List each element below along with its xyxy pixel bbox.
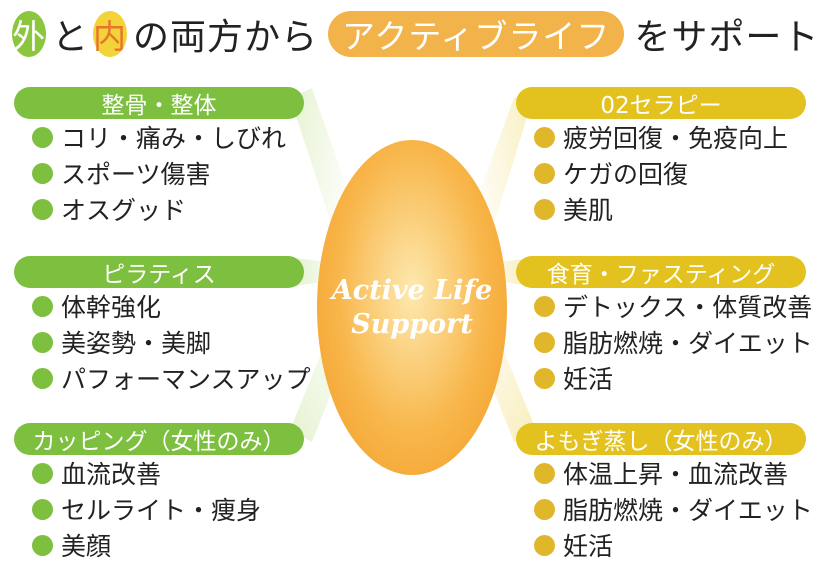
list-item: 疲労回復・免疫向上 — [516, 119, 806, 155]
item-label: コリ・痛み・しびれ — [61, 124, 287, 153]
item-label: パフォーマンスアップ — [61, 365, 311, 394]
item-label: スポーツ傷害 — [61, 160, 211, 189]
right-group-3: よもぎ蒸し（女性のみ） 体温上昇・血流改善 脂肪燃焼・ダイエット 妊活 — [516, 423, 813, 563]
category-pill: 食育・ファスティング — [516, 256, 806, 288]
bullet-dot — [32, 198, 53, 220]
bullet-dot — [534, 331, 555, 353]
item-label: 血流改善 — [61, 460, 162, 489]
left-group-2: ピラティス 体幹強化 美姿勢・美脚 パフォーマンスアップ — [14, 256, 311, 396]
list-item: 脂肪燃焼・ダイエット — [516, 491, 813, 527]
center-ellipse: Active Life Support — [317, 140, 507, 475]
item-label: 疲労回復・免疫向上 — [563, 124, 789, 153]
headline-text-support: をサポート — [634, 17, 820, 58]
bullet-dot — [534, 462, 555, 484]
bullet-dot — [534, 367, 555, 389]
bullet-dot — [32, 331, 53, 353]
bullet-dot — [32, 367, 53, 389]
list-item: 体温上昇・血流改善 — [516, 455, 806, 491]
item-label: 美姿勢・美脚 — [61, 329, 212, 358]
bullet-dot — [534, 498, 555, 520]
list-item: スポーツ傷害 — [14, 155, 304, 191]
headline-circle-inner: 内 — [93, 11, 128, 57]
list-item: オスグッド — [14, 191, 304, 227]
item-label: 体温上昇・血流改善 — [563, 460, 789, 489]
list-item: 体幹強化 — [14, 288, 304, 324]
item-label: 脂肪燃焼・ダイエット — [563, 496, 813, 525]
list-item: 妊活 — [516, 527, 806, 563]
item-label: ケガの回復 — [563, 160, 689, 189]
headline-circle-outer: 外 — [12, 11, 46, 57]
headline: 外 と 内 の両方から アクティブライフ をサポート — [12, 6, 818, 62]
list-item: コリ・痛み・しびれ — [14, 119, 304, 155]
right-group-2: 食育・ファスティング デトックス・体質改善 脂肪燃焼・ダイエット 妊活 — [516, 256, 813, 396]
category-pill: ピラティス — [14, 256, 304, 288]
bullet-dot — [32, 534, 53, 556]
list-item: 美姿勢・美脚 — [14, 324, 304, 360]
item-label: 美肌 — [563, 196, 614, 225]
item-label: セルライト・痩身 — [61, 496, 262, 525]
item-label: 妊活 — [563, 532, 614, 561]
bullet-dot — [534, 162, 555, 184]
left-group-1: 整骨・整体 コリ・痛み・しびれ スポーツ傷害 オスグッド — [14, 87, 304, 227]
list-item: パフォーマンスアップ — [14, 360, 311, 396]
category-pill: よもぎ蒸し（女性のみ） — [516, 423, 806, 455]
bullet-dot — [32, 498, 53, 520]
item-label: 脂肪燃焼・ダイエット — [563, 329, 813, 358]
list-item: ケガの回復 — [516, 155, 806, 191]
bullet-dot — [534, 126, 555, 148]
bullet-dot — [32, 126, 53, 148]
item-label: 体幹強化 — [61, 293, 162, 322]
category-pill: 整骨・整体 — [14, 87, 304, 119]
list-item: デトックス・体質改善 — [516, 288, 812, 324]
left-group-3: カッピング（女性のみ） 血流改善 セルライト・痩身 美顔 — [14, 423, 304, 563]
item-label: 美顔 — [61, 532, 112, 561]
headline-text-both: の両方から — [133, 17, 319, 58]
list-item: 美顔 — [14, 527, 304, 563]
bullet-dot — [534, 198, 555, 220]
bullet-dot — [534, 295, 555, 317]
list-item: 脂肪燃焼・ダイエット — [516, 324, 813, 360]
list-item: 血流改善 — [14, 455, 304, 491]
center-line-1: Active Life — [331, 274, 493, 306]
item-label: 妊活 — [563, 365, 614, 394]
right-group-1: 02セラピー 疲労回復・免疫向上 ケガの回復 美肌 — [516, 87, 806, 227]
bullet-dot — [32, 462, 53, 484]
center-line-2: Support — [351, 308, 473, 340]
headline-text-to: と — [52, 17, 90, 58]
category-pill: カッピング（女性のみ） — [14, 423, 304, 455]
headline-highlight-pill: アクティブライフ — [328, 11, 625, 57]
list-item: セルライト・痩身 — [14, 491, 304, 527]
bullet-dot — [32, 162, 53, 184]
list-item: 妊活 — [516, 360, 806, 396]
item-label: オスグッド — [61, 196, 187, 225]
item-label: デトックス・体質改善 — [563, 293, 813, 322]
category-pill: 02セラピー — [516, 87, 806, 119]
bullet-dot — [534, 534, 555, 556]
bullet-dot — [32, 295, 53, 317]
list-item: 美肌 — [516, 191, 806, 227]
